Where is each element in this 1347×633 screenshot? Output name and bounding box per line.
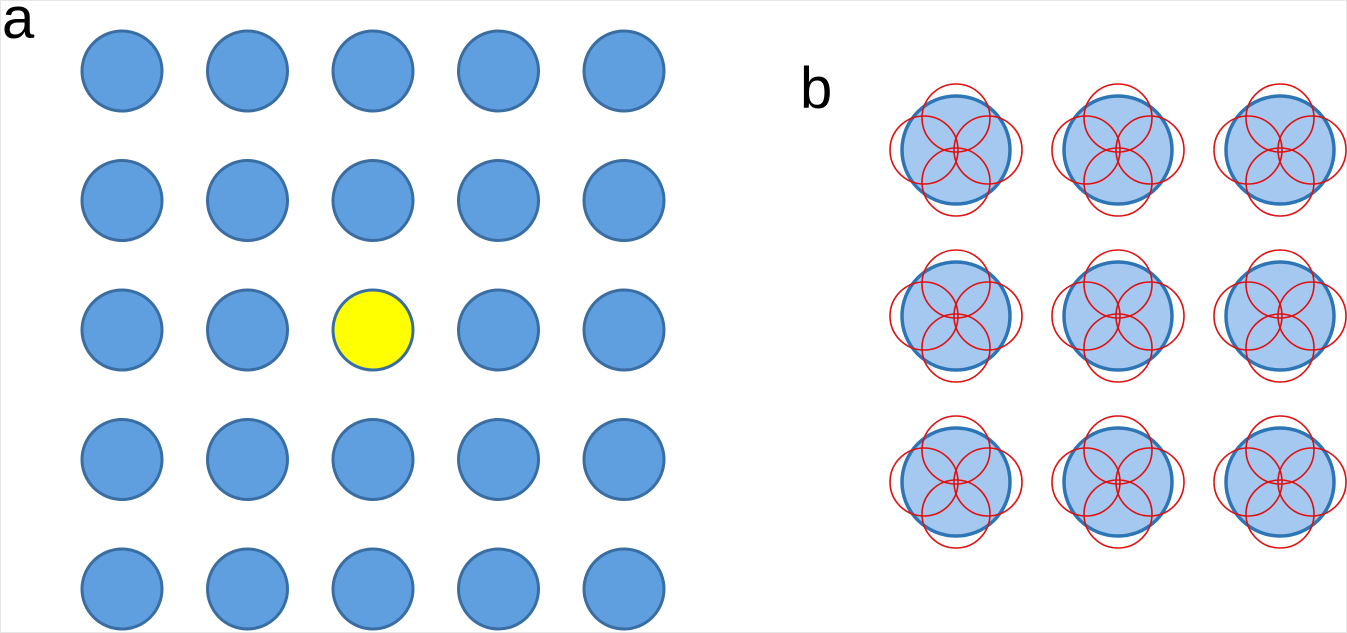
dot <box>80 547 164 631</box>
panel-b-grid <box>889 83 1347 549</box>
unit-cell <box>1051 249 1185 383</box>
dot <box>457 288 540 372</box>
petal-circle <box>921 313 991 383</box>
petal-circle <box>1213 281 1283 351</box>
dot <box>331 159 415 242</box>
petal-circle <box>921 83 991 153</box>
dot <box>457 418 540 501</box>
petal-circle <box>1115 281 1185 351</box>
petal-circle <box>1083 415 1153 485</box>
panel-b-label: b <box>800 56 832 121</box>
unit-circle <box>1062 94 1174 206</box>
petal-circle <box>953 281 1023 351</box>
dot <box>582 29 666 113</box>
unit-circle <box>1224 260 1336 372</box>
petal-circle <box>1245 147 1315 217</box>
dot <box>582 547 666 631</box>
dot <box>331 29 415 113</box>
unit-cell <box>1213 83 1347 217</box>
unit-circle <box>1062 426 1174 538</box>
petal-circle <box>1245 479 1315 549</box>
unit-circle <box>900 94 1012 206</box>
petal-circle <box>889 115 959 185</box>
unit-cell <box>889 83 1023 217</box>
petal-circle <box>1051 447 1121 517</box>
dot <box>80 159 164 242</box>
petal-circle <box>1245 83 1315 153</box>
unit-circle <box>1062 260 1174 372</box>
unit-circle <box>900 260 1012 372</box>
petal-circle <box>889 281 959 351</box>
unit-circle <box>1224 94 1336 206</box>
petal-circle <box>1083 479 1153 549</box>
dot <box>582 159 666 242</box>
panel-a-label: a <box>2 0 35 51</box>
petal-circle <box>1083 83 1153 153</box>
dot <box>206 288 289 372</box>
unit-cell <box>889 249 1023 383</box>
dot <box>457 547 540 631</box>
panel-a-grid <box>80 29 666 631</box>
petal-circle <box>1051 115 1121 185</box>
petal-circle <box>1277 447 1347 517</box>
petal-circle <box>953 447 1023 517</box>
petal-circle <box>1083 249 1153 319</box>
unit-circle <box>1224 426 1336 538</box>
petal-circle <box>921 479 991 549</box>
petal-circle <box>1245 249 1315 319</box>
unit-cell <box>1213 249 1347 383</box>
petal-circle <box>1277 281 1347 351</box>
petal-circle <box>921 147 991 217</box>
dot <box>206 418 289 501</box>
petal-circle <box>1213 115 1283 185</box>
dot <box>457 29 540 113</box>
unit-cell <box>1213 415 1347 549</box>
petal-circle <box>1115 447 1185 517</box>
unit-cell <box>1051 415 1185 549</box>
petal-circle <box>1051 281 1121 351</box>
unit-circle <box>900 426 1012 538</box>
petal-circle <box>1115 115 1185 185</box>
dot <box>582 288 666 372</box>
petal-circle <box>953 115 1023 185</box>
dot <box>331 418 415 501</box>
petal-circle <box>1277 115 1347 185</box>
petal-circle <box>1083 313 1153 383</box>
dot <box>80 288 164 372</box>
unit-cell <box>1051 83 1185 217</box>
petal-circle <box>1245 313 1315 383</box>
petal-circle <box>921 415 991 485</box>
dot <box>206 29 289 113</box>
dot <box>331 547 415 631</box>
unit-cell <box>889 415 1023 549</box>
petal-circle <box>921 249 991 319</box>
petal-circle <box>889 447 959 517</box>
dot <box>80 418 164 501</box>
petal-circle <box>1213 447 1283 517</box>
dot <box>582 418 666 501</box>
dot <box>457 159 540 242</box>
petal-circle <box>1083 147 1153 217</box>
dot <box>206 547 289 631</box>
petal-circle <box>1245 415 1315 485</box>
dot <box>206 159 289 242</box>
dot <box>80 29 164 113</box>
highlighted-dot <box>331 288 415 372</box>
